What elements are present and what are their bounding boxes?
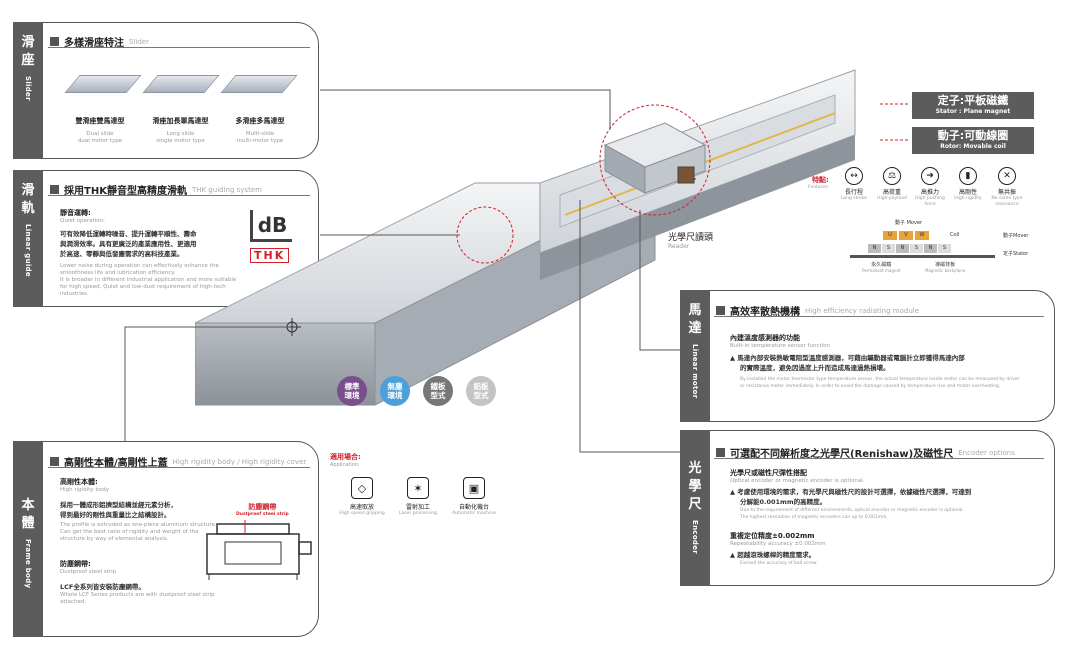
thk-logo: THK — [250, 248, 290, 263]
mover-label-top: 動子 Mover — [895, 220, 923, 226]
frame-body-tab: 本 體 Frame body — [13, 441, 43, 637]
coil-row: U V W — [883, 231, 929, 240]
linear-motor-tab: 馬 達 Linear motor — [680, 290, 710, 422]
encoder-tab: 光 學 尺 Encoder — [680, 430, 710, 586]
gripper-icon: ◇ — [351, 477, 373, 499]
rigidity-icon: ▮ — [959, 167, 977, 185]
env-btn-iron-plate[interactable]: 鐵板型式 — [423, 376, 453, 406]
slider-tab: 滑 座 Slider — [13, 22, 43, 159]
temperature-sensor-text: 內建溫度感測器的功能 Built-in temperature sensor f… — [730, 334, 1020, 389]
application-title: 適用場合: Application: — [330, 453, 361, 468]
arrows-icon: ↔ — [845, 167, 863, 185]
no-resonance-icon: ✕ — [998, 167, 1016, 185]
rotor-label: 動子:可動線圈 Rotor: Movable coil — [912, 127, 1034, 154]
linear-guide-card — [13, 170, 319, 307]
laser-icon: ✶ — [407, 477, 429, 499]
features-title: 特點: Features: — [808, 176, 829, 190]
db-logo: dB — [250, 210, 292, 242]
slide-caption-multi: 多滑座多馬達型 Multi-slide multi-motor type — [235, 117, 285, 144]
linear-motor-card — [680, 290, 1055, 422]
linear-guide-tab: 滑 軌 Linear guide — [13, 170, 43, 307]
env-btn-standard[interactable]: 標準環境 — [337, 376, 367, 406]
force-icon: ➜ — [921, 167, 939, 185]
encoder-options-text: 光學尺或磁性尺彈性搭配 Optical encoder or magnetic … — [730, 469, 972, 566]
cross-section-drawing — [206, 520, 312, 580]
frame-body-card — [13, 441, 319, 637]
slide-caption-dual: 雙滑座雙馬達型 Dual slide dual motor type — [75, 117, 125, 144]
quiet-operation-text: 靜音運轉: Quiet operation: 可有效降低運轉時噪音、提升運轉平順… — [60, 209, 237, 297]
reader-label: 光學尺讀頭 Reader — [668, 233, 714, 250]
stator-label: 定子:平板磁鐵 Stator : Plane magnet — [912, 92, 1034, 119]
encoder-card — [680, 430, 1055, 586]
machine-icon: ▣ — [463, 477, 485, 499]
env-btn-cleanroom[interactable]: 無塵環境 — [380, 376, 410, 406]
weight-icon: ⚖ — [883, 167, 901, 185]
linear-motor-illustration — [195, 69, 856, 406]
dustproof-strip-label: 防塵鋼帶 Dustproof steel strip — [236, 503, 289, 517]
slide-caption-long: 滑座加長單馬達型 Long slide single motor type — [152, 117, 209, 144]
magnet-row: N S N S N S — [868, 244, 951, 253]
rigidity-text: 高剛性本體: High rigidity body 採用一體成形鋁擠型結構並經元… — [60, 478, 217, 605]
env-btn-aluminum-plate[interactable]: 鋁板型式 — [466, 376, 496, 406]
